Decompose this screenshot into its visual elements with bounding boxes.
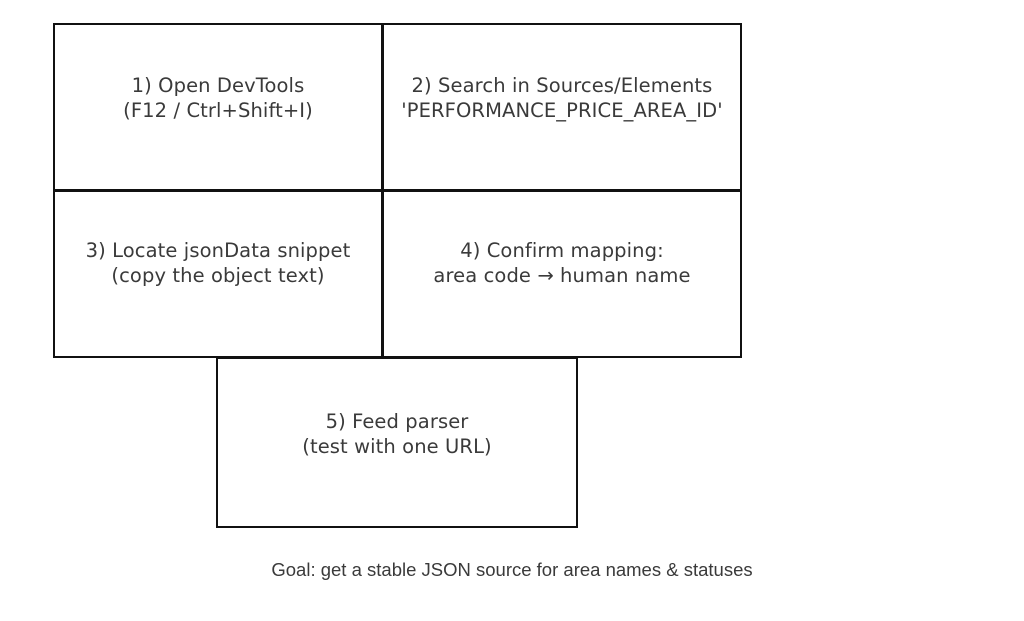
- flow-node-step-1-label: 1) Open DevTools (F12 / Ctrl+Shift+I): [123, 74, 313, 122]
- diagram-caption: Goal: get a stable JSON source for area …: [271, 559, 753, 580]
- flow-node-step-5[interactable]: 5) Feed parser (test with one URL): [216, 357, 578, 528]
- flow-node-step-3[interactable]: 3) Locate jsonData snippet (copy the obj…: [53, 190, 383, 358]
- flow-node-step-5-label: 5) Feed parser (test with one URL): [302, 409, 492, 458]
- flow-node-step-2-label: 2) Search in Sources/Elements 'PERFORMAN…: [401, 74, 723, 122]
- flow-node-step-3-label: 3) Locate jsonData snippet (copy the obj…: [85, 239, 351, 287]
- flow-node-step-4-label: 4) Confirm mapping: area code → human na…: [433, 239, 691, 287]
- flow-node-step-4[interactable]: 4) Confirm mapping: area code → human na…: [382, 190, 742, 358]
- flow-node-step-2[interactable]: 2) Search in Sources/Elements 'PERFORMAN…: [382, 23, 742, 191]
- flow-node-step-1[interactable]: 1) Open DevTools (F12 / Ctrl+Shift+I): [53, 23, 383, 191]
